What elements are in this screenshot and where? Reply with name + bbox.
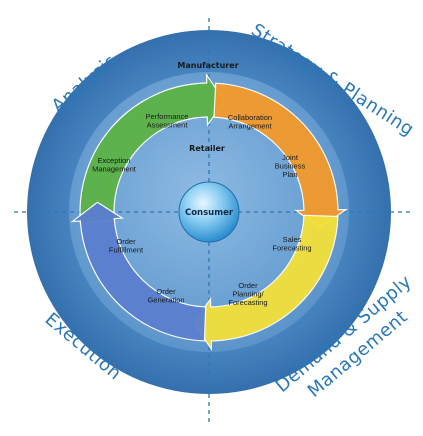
step-label-line: Joint bbox=[282, 153, 299, 162]
cycle-arrows bbox=[70, 73, 348, 351]
step-label-line: Exception bbox=[98, 156, 131, 165]
step-label-line: Order bbox=[238, 281, 258, 290]
step-label-line: Sales bbox=[283, 235, 302, 244]
step-label-line: Order bbox=[116, 237, 136, 246]
arc-yellow bbox=[192, 214, 339, 351]
step-label-line: Generation bbox=[147, 296, 184, 305]
arc-green bbox=[79, 73, 226, 224]
consumer-sphere bbox=[178, 181, 240, 243]
consumer-label: Consumer bbox=[185, 208, 234, 218]
step-label-line: Assessment bbox=[147, 121, 189, 130]
step-label-line: Forecasting bbox=[228, 298, 267, 307]
step-label-line: Collaboration bbox=[228, 113, 272, 122]
step-label-line: Forecasting bbox=[272, 244, 311, 253]
step-label-line: Management bbox=[92, 165, 137, 174]
step-label-line: Planning/ bbox=[232, 290, 264, 299]
step-label-line: Fulfillment bbox=[109, 246, 144, 255]
manufacturer-label: Manufacturer bbox=[177, 61, 238, 70]
arc-blue bbox=[70, 201, 207, 342]
step-label-line: Arrangement bbox=[228, 122, 272, 131]
step-label-line: Business bbox=[275, 162, 306, 171]
arc-orange bbox=[213, 82, 348, 229]
step-label-line: Order bbox=[156, 287, 176, 296]
step-label-line: Performance bbox=[146, 112, 189, 121]
retailer-label: Retailer bbox=[189, 144, 225, 153]
step-label-line: Plan bbox=[282, 170, 297, 179]
